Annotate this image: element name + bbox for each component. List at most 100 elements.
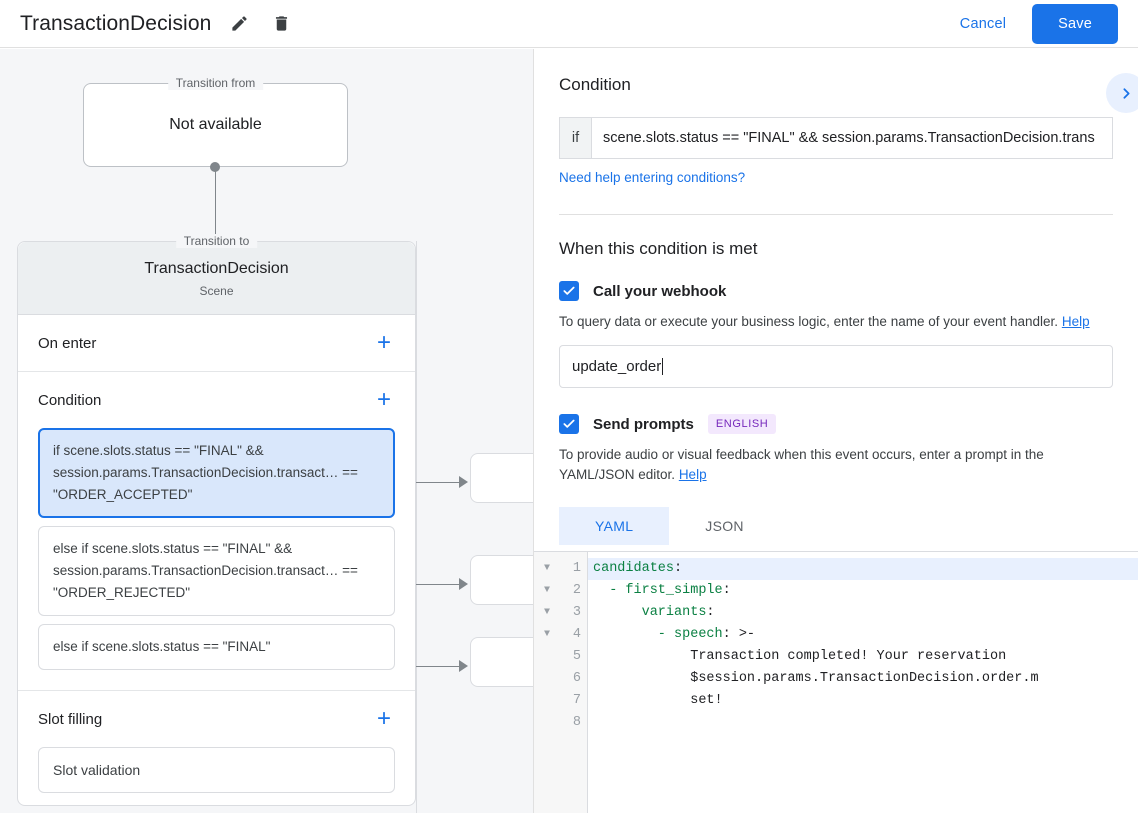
fold-toggle[interactable]: ▼ — [543, 563, 550, 574]
editor-fold-gutter[interactable]: ▼ ▼ ▼ ▼ — [534, 552, 560, 813]
add-slot-filling-button[interactable]: + — [376, 705, 391, 732]
fold-spacer — [534, 668, 560, 690]
transition-from-legend: Transition from — [167, 76, 264, 90]
condition-item-0[interactable]: if scene.slots.status == "FINAL" && sess… — [38, 428, 395, 518]
code-key: variants — [593, 605, 707, 620]
if-prefix-label: if — [559, 117, 591, 159]
send-prompts-row: Send prompts ENGLISH — [559, 414, 1113, 434]
code-key: - speech — [593, 627, 723, 642]
line-number: 6 — [572, 671, 581, 686]
editor-line-numbers: 1 2 3 4 5 6 7 8 — [560, 552, 588, 813]
line-number: 4 — [572, 627, 581, 642]
code-value: Transaction completed! Your reservation — [593, 649, 1007, 664]
cancel-button[interactable]: Cancel — [950, 8, 1016, 40]
ghost-target-node[interactable] — [470, 453, 533, 503]
code-line: - first_simple: — [588, 580, 1138, 602]
need-help-conditions-link[interactable]: Need help entering conditions? — [559, 170, 746, 185]
fold-spacer — [534, 646, 560, 668]
save-button[interactable]: Save — [1032, 3, 1118, 44]
condition-section: Condition if scene.slots.status == "FINA… — [534, 49, 1138, 215]
connector-arrowhead — [459, 578, 468, 590]
ghost-target-node[interactable] — [470, 637, 533, 687]
chevron-right-icon[interactable] — [1106, 73, 1138, 113]
webhook-help-link[interactable]: Help — [1061, 314, 1090, 329]
transition-to-legend: Transition to — [175, 234, 258, 248]
fold-toggle[interactable]: ▼ — [543, 607, 550, 618]
call-webhook-row: Call your webhook — [559, 281, 1113, 301]
code-key: candidates — [593, 561, 675, 576]
line-number: 1 — [572, 561, 581, 576]
section-on-enter: On enter + — [18, 315, 415, 372]
code-line: - speech: >- — [588, 624, 1138, 646]
prompts-help-link[interactable]: Help — [678, 467, 707, 482]
add-on-enter-button[interactable]: + — [376, 329, 391, 356]
condition-input[interactable]: scene.slots.status == "FINAL" && session… — [591, 117, 1113, 159]
line-number: 5 — [572, 649, 581, 664]
ghost-target-node[interactable] — [470, 555, 533, 605]
send-prompts-checkbox[interactable] — [559, 414, 579, 434]
line-number: 2 — [572, 583, 581, 598]
section-slot-filling: Slot filling + Slot validation — [18, 691, 415, 805]
transition-from-value: Not available — [169, 116, 262, 133]
section-title: On enter — [38, 334, 97, 352]
fold-spacer — [534, 690, 560, 712]
text-caret — [662, 358, 664, 375]
code-line: candidates: — [588, 558, 1138, 580]
send-prompts-label: Send prompts — [593, 415, 694, 433]
code-line — [588, 712, 1138, 734]
editor-code-area[interactable]: candidates: - first_simple: variants: - … — [588, 552, 1138, 813]
call-webhook-label: Call your webhook — [593, 282, 727, 300]
tab-yaml[interactable]: YAML — [559, 507, 670, 545]
line-number: 3 — [572, 605, 581, 620]
scene-name: TransactionDecision — [144, 260, 289, 277]
slot-validation-item[interactable]: Slot validation — [38, 747, 395, 793]
tab-json[interactable]: JSON — [705, 518, 744, 534]
code-line: variants: — [588, 602, 1138, 624]
when-condition-met-heading: When this condition is met — [559, 239, 758, 258]
code-value: : >- — [722, 627, 756, 642]
condition-item-2[interactable]: else if scene.slots.status == "FINAL" — [38, 624, 395, 670]
top-bar: TransactionDecision Cancel Save — [0, 0, 1138, 48]
fold-toggle[interactable]: ▼ — [543, 629, 550, 640]
prompts-description-text: To provide audio or visual feedback when… — [559, 447, 1044, 482]
call-webhook-checkbox[interactable] — [559, 281, 579, 301]
scene-type: Scene — [199, 284, 234, 298]
editor-format-tabs: YAML JSON — [559, 507, 1113, 545]
yaml-editor[interactable]: ▼ ▼ ▼ ▼ 1 2 3 4 5 6 7 8 candidates: - fi… — [534, 551, 1138, 813]
code-value: : — [674, 561, 683, 576]
code-value: : — [706, 605, 715, 620]
webhook-description-text: To query data or execute your business l… — [559, 314, 1059, 329]
connector-line — [400, 666, 462, 667]
connector-arrowhead — [459, 660, 468, 672]
webhook-description: To query data or execute your business l… — [559, 312, 1113, 332]
connector-line — [400, 584, 462, 585]
fold-toggle[interactable]: ▼ — [543, 585, 550, 596]
panel-divider — [559, 214, 1113, 215]
section-title: Slot filling — [38, 710, 103, 728]
code-value: $session.params.TransactionDecision.orde… — [593, 671, 1039, 686]
add-condition-button[interactable]: + — [376, 386, 391, 413]
webhook-handler-input[interactable]: update_order — [559, 345, 1113, 388]
fold-spacer — [534, 712, 560, 734]
trash-icon[interactable] — [267, 10, 295, 38]
prompts-description: To provide audio or visual feedback when… — [559, 445, 1113, 485]
scene-graph-canvas[interactable]: Transition from Not available Transition… — [0, 49, 533, 813]
code-line: $session.params.TransactionDecision.orde… — [588, 668, 1138, 690]
details-panel: Condition if scene.slots.status == "FINA… — [533, 49, 1138, 813]
code-value: : — [722, 583, 731, 598]
connector-line — [400, 482, 462, 483]
connector-arrowhead — [459, 476, 468, 488]
pencil-icon[interactable] — [225, 10, 253, 38]
page-title: TransactionDecision — [20, 11, 212, 35]
code-line: Transaction completed! Your reservation — [588, 646, 1138, 668]
code-value: set! — [593, 693, 723, 708]
line-number: 7 — [572, 693, 581, 708]
section-condition: Condition + if scene.slots.status == "FI… — [18, 372, 415, 691]
language-badge: ENGLISH — [707, 414, 777, 434]
line-number: 8 — [572, 715, 581, 730]
condition-item-1[interactable]: else if scene.slots.status == "FINAL" &&… — [38, 526, 395, 616]
transition-from-node[interactable]: Transition from Not available — [83, 76, 348, 167]
top-bar-actions: Cancel Save — [950, 3, 1118, 44]
transition-to-node[interactable]: TransactionDecision Scene — [18, 242, 415, 315]
canvas-vertical-rule — [416, 241, 417, 813]
